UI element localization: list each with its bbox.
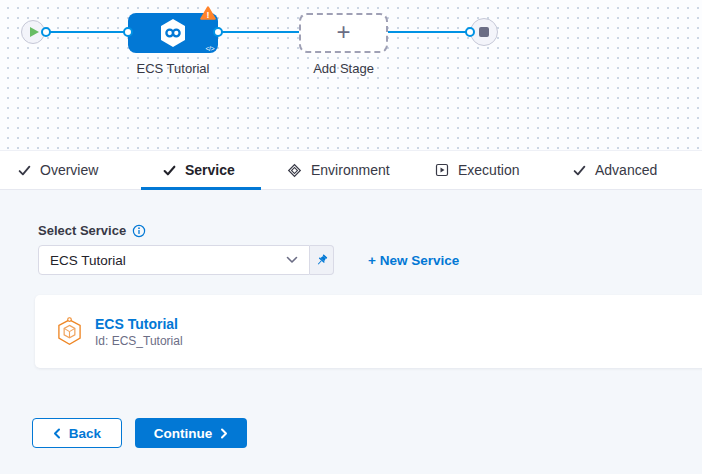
warning-icon: ! — [200, 6, 216, 20]
service-select-dropdown[interactable]: ECS Tutorial — [38, 245, 310, 275]
edge-connector — [41, 27, 51, 37]
info-icon[interactable] — [132, 224, 146, 238]
play-icon — [30, 27, 39, 37]
harness-stage-icon — [158, 17, 188, 49]
stage-node-ecs-tutorial[interactable]: ! </> — [128, 13, 218, 53]
add-stage-button[interactable]: + — [299, 13, 388, 53]
back-button[interactable]: Back — [32, 418, 122, 448]
continue-button[interactable]: Continue — [135, 418, 247, 448]
check-icon — [18, 164, 31, 177]
tab-overview[interactable]: Overview — [18, 151, 98, 189]
edge-connector — [123, 27, 133, 37]
chevron-left-icon — [53, 428, 61, 439]
svg-text:!: ! — [207, 10, 210, 20]
pipeline-edge — [388, 31, 470, 33]
check-icon — [573, 164, 586, 177]
check-icon — [163, 164, 176, 177]
tab-environment[interactable]: Environment — [287, 151, 390, 189]
service-panel: Select Service ECS Tutorial + Ne — [0, 190, 702, 474]
plus-icon: + — [336, 20, 350, 44]
stage-tabbar: Overview Service Environment Execution A… — [0, 150, 702, 190]
pin-button[interactable] — [310, 245, 334, 275]
chevron-down-icon — [286, 256, 298, 264]
pipeline-canvas: ! </> ECS Tutorial + Add Stage — [0, 0, 702, 150]
service-select-value: ECS Tutorial — [50, 253, 286, 268]
tab-execution[interactable]: Execution — [435, 151, 519, 189]
code-icon[interactable]: </> — [205, 45, 214, 52]
service-card[interactable]: ECS Tutorial Id: ECS_Tutorial — [35, 295, 702, 368]
pipeline-edge — [218, 31, 299, 33]
service-hexagon-icon — [56, 317, 83, 346]
execution-icon — [435, 163, 449, 177]
service-card-title[interactable]: ECS Tutorial — [95, 316, 183, 332]
pin-icon — [314, 253, 329, 268]
chevron-right-icon — [220, 428, 228, 439]
add-stage-label: Add Stage — [299, 61, 388, 76]
service-card-id: Id: ECS_Tutorial — [95, 334, 183, 348]
tab-service[interactable]: Service — [163, 151, 235, 189]
pipeline-edge — [46, 31, 128, 33]
edge-connector — [465, 27, 475, 37]
select-service-label: Select Service — [38, 223, 126, 238]
new-service-link[interactable]: + New Service — [368, 253, 459, 268]
environment-icon — [287, 163, 302, 178]
stage-name-label: ECS Tutorial — [128, 61, 218, 76]
stop-icon — [479, 27, 489, 37]
tab-advanced[interactable]: Advanced — [573, 151, 657, 189]
edge-connector — [213, 27, 223, 37]
